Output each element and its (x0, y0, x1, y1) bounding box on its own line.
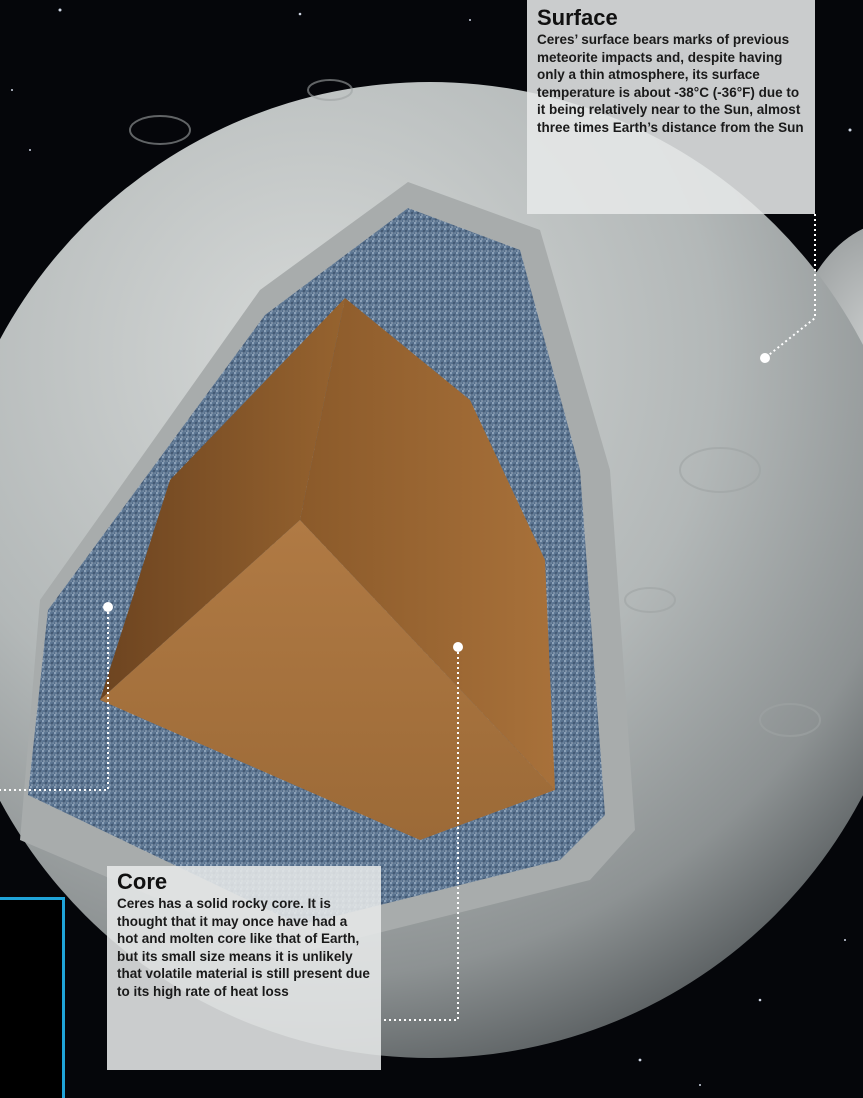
core-label: Core Ceres has a solid rocky core. It is… (107, 866, 381, 1070)
core-face-bottom (100, 520, 555, 840)
surface-title: Surface (537, 5, 618, 30)
surface-craters (129, 79, 821, 737)
core-face-right (300, 298, 555, 790)
surface-description: Ceres’ surface bears marks of previous m… (537, 32, 804, 135)
surface-label: Surface Ceres’ surface bears marks of pr… (527, 0, 815, 214)
core-title: Core (117, 869, 168, 894)
side-panel (0, 897, 65, 1098)
core-face-left (100, 298, 345, 700)
leader-lines (0, 214, 816, 1021)
core-description: Ceres has a solid rocky core. It is thou… (117, 896, 370, 999)
leader-dots (103, 353, 770, 652)
